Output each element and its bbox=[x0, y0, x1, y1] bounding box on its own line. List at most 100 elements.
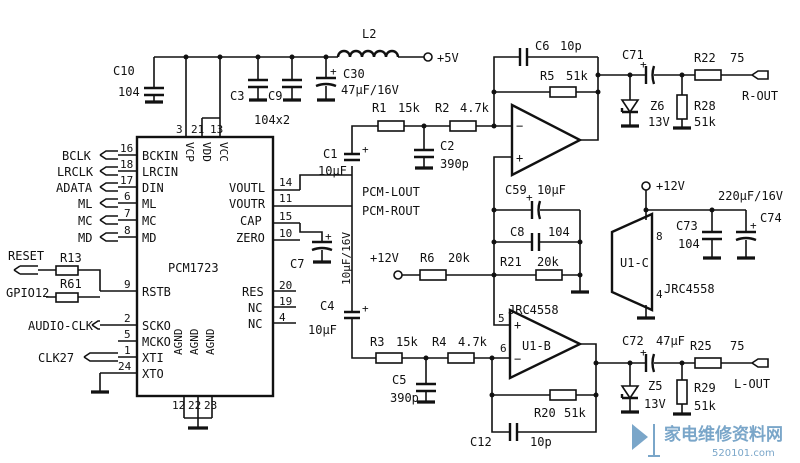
signal-reset: RESET bbox=[8, 249, 44, 263]
ic-pin-left-label: DIN bbox=[142, 181, 164, 195]
c9-name: C9 bbox=[268, 89, 282, 103]
opamp-u1c: U1-C JRC4558 8 4 +12V C73 104 + C74 220μ… bbox=[610, 179, 783, 320]
r20-resistor bbox=[549, 389, 577, 401]
r13-name: R13 bbox=[60, 251, 82, 265]
opamp-u1a: − + C6 10p R5 51k bbox=[491, 39, 601, 310]
ic-pin-left-label: LRCIN bbox=[142, 165, 178, 179]
ic-pin-bottom-num: 22 bbox=[188, 399, 201, 412]
r22-resistor bbox=[694, 69, 722, 81]
signal-gpio12: GPIO12 bbox=[6, 286, 49, 300]
svg-text:−: − bbox=[514, 352, 521, 366]
u1c-name: U1-C bbox=[620, 256, 649, 270]
r22-name: R22 bbox=[694, 51, 716, 65]
ic-pin-left-num: 16 bbox=[120, 142, 133, 155]
r20-value: 51k bbox=[564, 406, 586, 420]
r28-value: 51k bbox=[694, 115, 716, 129]
signal-adata: ADATA bbox=[56, 181, 93, 195]
r28-resistor bbox=[676, 94, 688, 120]
z5-name: Z5 bbox=[648, 379, 662, 393]
c1-name: C1 bbox=[323, 147, 337, 161]
u1b-pin-out: 6 bbox=[500, 342, 507, 355]
ic-pin-left-label: RSTB bbox=[142, 285, 171, 299]
r25-name: R25 bbox=[690, 339, 712, 353]
cap-c7: + C7 10μF/16V bbox=[290, 223, 353, 285]
c4-value: 10μF bbox=[308, 323, 337, 337]
signal-bclk: BCLK bbox=[62, 149, 92, 163]
z6-value: 13V bbox=[648, 115, 670, 129]
ic-pin-left-label: BCKIN bbox=[142, 149, 178, 163]
ic-pin-left-num: 18 bbox=[120, 158, 133, 171]
ic-pin-left-label: MC bbox=[142, 214, 156, 228]
c5-value: 390p bbox=[390, 391, 419, 405]
c8-value: 104 bbox=[548, 225, 570, 239]
r61-resistor bbox=[55, 292, 79, 303]
svg-text:+: + bbox=[516, 151, 523, 165]
ic-pin-left-num: 6 bbox=[124, 190, 131, 203]
signal-md: MD bbox=[78, 231, 92, 245]
c12-value: 10p bbox=[530, 435, 552, 449]
c7-name: C7 bbox=[290, 257, 304, 271]
ic-pin-top-label: VCC bbox=[217, 142, 230, 162]
ic-pin-left-label: MCKO bbox=[142, 335, 171, 349]
pcm-rout-label: PCM-ROUT bbox=[362, 204, 420, 218]
r5-value: 51k bbox=[566, 69, 588, 83]
z6-name: Z6 bbox=[650, 99, 664, 113]
c73-value: 104 bbox=[678, 237, 700, 251]
ic-pin-bottom-label: AGND bbox=[172, 329, 185, 356]
r4-value: 4.7k bbox=[458, 335, 488, 349]
c1-value: 10μF bbox=[318, 164, 347, 178]
ic-pin-right-label: NC bbox=[248, 301, 262, 315]
ic-pin-left-num: 2 bbox=[124, 312, 131, 325]
r6-resistor bbox=[419, 269, 447, 281]
r-out-label: R-OUT bbox=[742, 89, 778, 103]
c73-name: C73 bbox=[676, 219, 698, 233]
c74-name: C74 bbox=[760, 211, 782, 225]
ic-pin-top-num: 21 bbox=[191, 123, 204, 136]
u1c-type: JRC4558 bbox=[664, 282, 715, 296]
svg-text:+: + bbox=[514, 318, 521, 332]
watermark-url: 520101.com bbox=[712, 448, 775, 459]
r3-resistor bbox=[375, 352, 403, 364]
r13-resistor bbox=[55, 265, 79, 276]
ic-pin-left-label: XTO bbox=[142, 367, 164, 381]
c30-name: C30 bbox=[343, 67, 365, 81]
r21-resistor bbox=[535, 269, 563, 281]
c2-value: 390p bbox=[440, 157, 469, 171]
c3c9-value: 104x2 bbox=[254, 113, 290, 127]
ic-pin-right-num: 4 bbox=[279, 311, 286, 324]
r3-value: 15k bbox=[396, 335, 418, 349]
l2-name: L2 bbox=[362, 27, 376, 41]
p12v-label-a: +12V bbox=[370, 251, 399, 265]
r61-name: R61 bbox=[60, 277, 82, 291]
c3-name: C3 bbox=[230, 89, 244, 103]
ic-pin-right-num: 15 bbox=[279, 210, 292, 223]
ic-pin-right-label: RES bbox=[242, 285, 264, 299]
ic-pin-right-num: 14 bbox=[279, 176, 293, 189]
ic-pin-right-label: VOUTL bbox=[229, 181, 265, 195]
ic-pin-right-num: 20 bbox=[279, 279, 292, 292]
ic-pin-left-label: MD bbox=[142, 231, 156, 245]
signal-ml: ML bbox=[78, 197, 92, 211]
r25-value: 75 bbox=[730, 339, 744, 353]
supply-section: L2 +5V C10 104 C3 C9 104x2 + C30 47μF/16… bbox=[113, 27, 459, 127]
r1-name: R1 bbox=[372, 101, 386, 115]
r29-resistor bbox=[676, 379, 688, 405]
c10-name: C10 bbox=[113, 64, 135, 78]
r2-name: R2 bbox=[435, 101, 449, 115]
r21-name: R21 bbox=[500, 255, 522, 269]
u1b-pin-in: 5 bbox=[498, 312, 505, 325]
svg-text:−: − bbox=[516, 119, 523, 133]
ic-pin-right-num: 10 bbox=[279, 227, 292, 240]
ic-pin-top-num: 3 bbox=[176, 123, 183, 136]
r4-name: R4 bbox=[432, 335, 446, 349]
signal-mc: MC bbox=[78, 214, 92, 228]
r1-value: 15k bbox=[398, 101, 420, 115]
r6-value: 20k bbox=[448, 251, 470, 265]
ic-pin-left-num: 8 bbox=[124, 224, 131, 237]
c12-name: C12 bbox=[470, 435, 492, 449]
l-channel-input: + C4 10μF R3 15k C5 390p R4 4.7k bbox=[308, 206, 510, 405]
u1b-type: JRC4558 bbox=[508, 303, 559, 317]
pcm1723-ic: PCM1723 VCP VDD VCC AGND AGND AGND 12 22… bbox=[118, 123, 293, 412]
r29-name: R29 bbox=[694, 381, 716, 395]
p5v-label: +5V bbox=[437, 51, 459, 65]
